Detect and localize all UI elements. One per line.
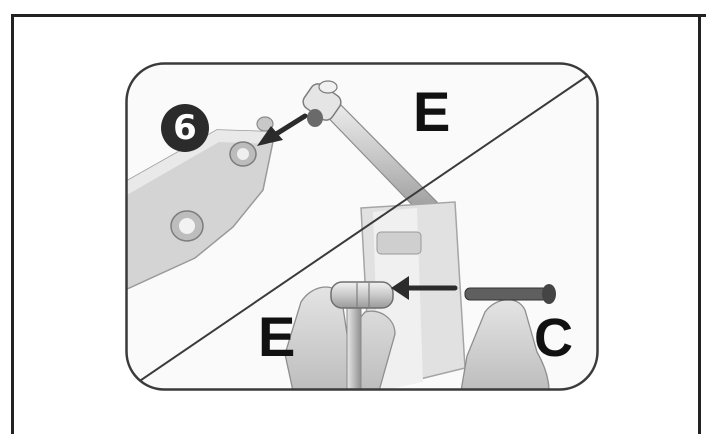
bracket-hole-lower-inner — [179, 218, 195, 234]
bracket-hole-upper-inner — [237, 148, 249, 160]
top-half-illustration — [126, 80, 438, 292]
part-e-label-bottom: E — [258, 305, 296, 368]
pin-e-lower — [330, 281, 394, 309]
panel-border — [125, 62, 599, 391]
frame-slot — [376, 231, 422, 255]
right-hand — [460, 299, 550, 390]
step-number-badge: 6 — [161, 104, 209, 152]
left-hand — [284, 286, 396, 390]
rod-e-tip — [307, 109, 323, 127]
page-frame — [11, 14, 706, 434]
part-c-label: C — [534, 308, 573, 368]
rod-e-cap — [318, 80, 338, 94]
arrow-lower — [391, 276, 458, 300]
page-frame-right-rule — [698, 14, 701, 434]
panel-divider — [126, 67, 598, 390]
pin-c-head — [542, 284, 556, 304]
part-e-label-top: E — [413, 80, 451, 143]
bracket-hole-mid — [256, 116, 274, 132]
pin-c — [464, 287, 550, 301]
rod-e-lower — [346, 301, 362, 390]
arrow-upper — [257, 113, 308, 146]
bottom-half-illustration — [284, 201, 556, 390]
